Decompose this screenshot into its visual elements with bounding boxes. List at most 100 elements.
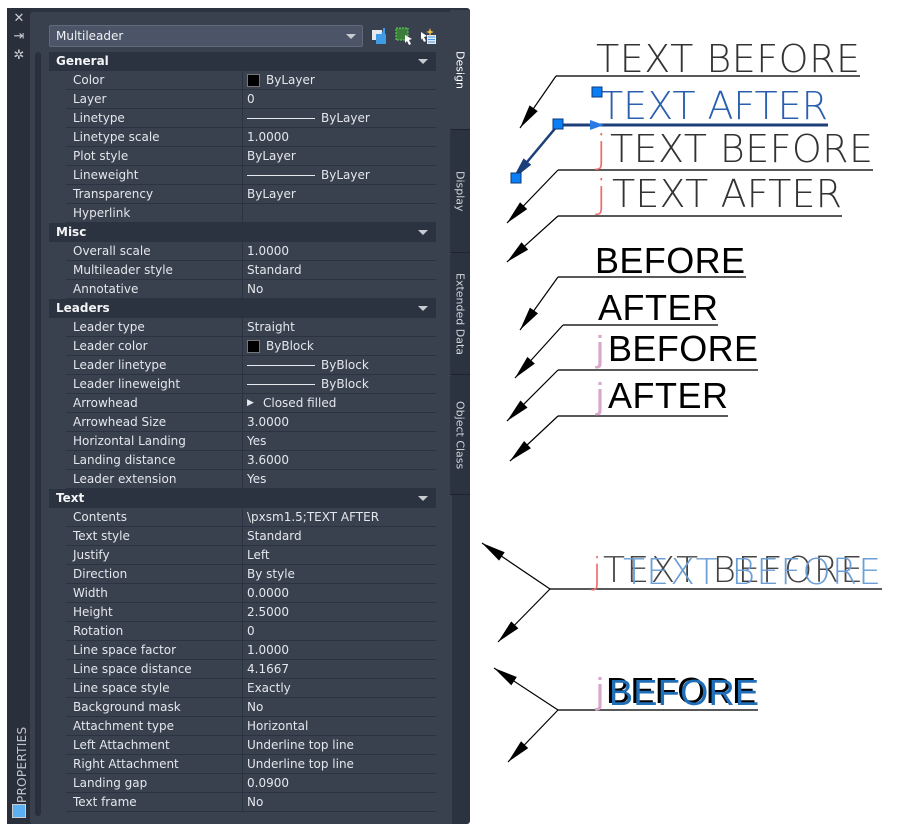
- property-value[interactable]: ByBlock: [243, 356, 436, 374]
- mleader-text[interactable]: AFTER: [598, 287, 718, 328]
- object-type-select[interactable]: Multileader: [49, 25, 363, 47]
- collapse-icon[interactable]: [418, 59, 428, 64]
- property-value[interactable]: Exactly: [243, 679, 436, 697]
- property-value[interactable]: Straight: [243, 318, 436, 336]
- tab-design[interactable]: Design: [450, 10, 470, 130]
- property-value[interactable]: ByLayer: [243, 71, 436, 89]
- settings-icon[interactable]: ✲: [13, 48, 25, 63]
- close-icon[interactable]: ✕: [13, 11, 25, 26]
- property-value[interactable]: Left: [243, 546, 436, 564]
- property-value[interactable]: 1.0000: [243, 242, 436, 260]
- property-value[interactable]: 0.0000: [243, 584, 436, 602]
- property-value[interactable]: ByBlock: [243, 375, 436, 393]
- property-value[interactable]: 0: [243, 622, 436, 640]
- collapse-icon[interactable]: [418, 496, 428, 501]
- property-value[interactable]: No: [243, 698, 436, 716]
- auto-hide-icon[interactable]: ⇥: [13, 29, 25, 44]
- property-value[interactable]: Standard: [243, 527, 436, 545]
- mleader-text[interactable]: TEXT BEFORE: [603, 550, 863, 591]
- property-value[interactable]: ▶Closed filled: [243, 394, 436, 412]
- property-value[interactable]: 3.6000: [243, 451, 436, 469]
- category-leaders[interactable]: Leaders: [49, 299, 436, 318]
- property-value[interactable]: Horizontal: [243, 717, 436, 735]
- property-row[interactable]: Hyperlink: [66, 204, 436, 223]
- mleader-text-selected[interactable]: TEXT AFTER: [600, 84, 828, 128]
- property-value[interactable]: 2.5000: [243, 603, 436, 621]
- property-value[interactable]: Yes: [243, 432, 436, 450]
- category-general[interactable]: General: [49, 52, 436, 71]
- property-value[interactable]: 1.0000: [243, 128, 436, 146]
- property-row[interactable]: Arrowhead▶Closed filled: [66, 394, 436, 413]
- property-value[interactable]: By style: [243, 565, 436, 583]
- property-value[interactable]: No: [243, 793, 436, 811]
- scrollbar[interactable]: [35, 52, 41, 816]
- mleader-text[interactable]: TEXT BEFORE: [610, 127, 873, 171]
- mleader-text[interactable]: BEFORE: [609, 672, 759, 713]
- property-row[interactable]: Contents\pxsm1.5;TEXT AFTER: [66, 508, 436, 527]
- property-value[interactable]: 0.0900: [243, 774, 436, 792]
- select-objects-icon[interactable]: [394, 26, 414, 46]
- category-misc[interactable]: Misc: [49, 223, 436, 242]
- category-text[interactable]: Text: [49, 489, 436, 508]
- property-value[interactable]: 3.0000: [243, 413, 436, 431]
- palette-titlebar[interactable]: ✕ ⇥ ✲ PROPERTIES: [7, 8, 30, 824]
- mleader-text[interactable]: TEXT AFTER: [612, 172, 842, 216]
- property-value[interactable]: Underline top line: [243, 736, 436, 754]
- mleader-text[interactable]: TEXT BEFORE: [596, 37, 860, 81]
- toggle-pickadd-icon[interactable]: [370, 26, 390, 46]
- property-value[interactable]: Standard: [243, 261, 436, 279]
- property-value[interactable]: ByBlock: [243, 337, 436, 355]
- mleader-text[interactable]: BEFORE: [608, 328, 758, 369]
- collapse-icon[interactable]: [418, 306, 428, 311]
- property-value[interactable]: No: [243, 280, 436, 298]
- property-value[interactable]: 0: [243, 90, 436, 108]
- mleader-text[interactable]: BEFORE: [595, 240, 745, 281]
- property-value[interactable]: Yes: [243, 470, 436, 488]
- grip-handle[interactable]: [591, 86, 603, 98]
- property-value[interactable]: 4.1667: [243, 660, 436, 678]
- tab-display[interactable]: Display: [450, 131, 470, 253]
- property-value[interactable]: Underline top line: [243, 755, 436, 773]
- grip-handle[interactable]: [510, 172, 522, 184]
- grip-handle[interactable]: [552, 118, 564, 130]
- property-value[interactable]: ByLayer: [243, 166, 436, 184]
- property-value[interactable]: ByLayer: [243, 109, 436, 127]
- property-value[interactable]: \pxsm1.5;TEXT AFTER: [243, 508, 436, 526]
- property-value[interactable]: ByLayer: [243, 147, 436, 165]
- mleader-text[interactable]: AFTER: [608, 375, 728, 416]
- collapse-icon[interactable]: [418, 230, 428, 235]
- property-value[interactable]: ByLayer: [243, 185, 436, 203]
